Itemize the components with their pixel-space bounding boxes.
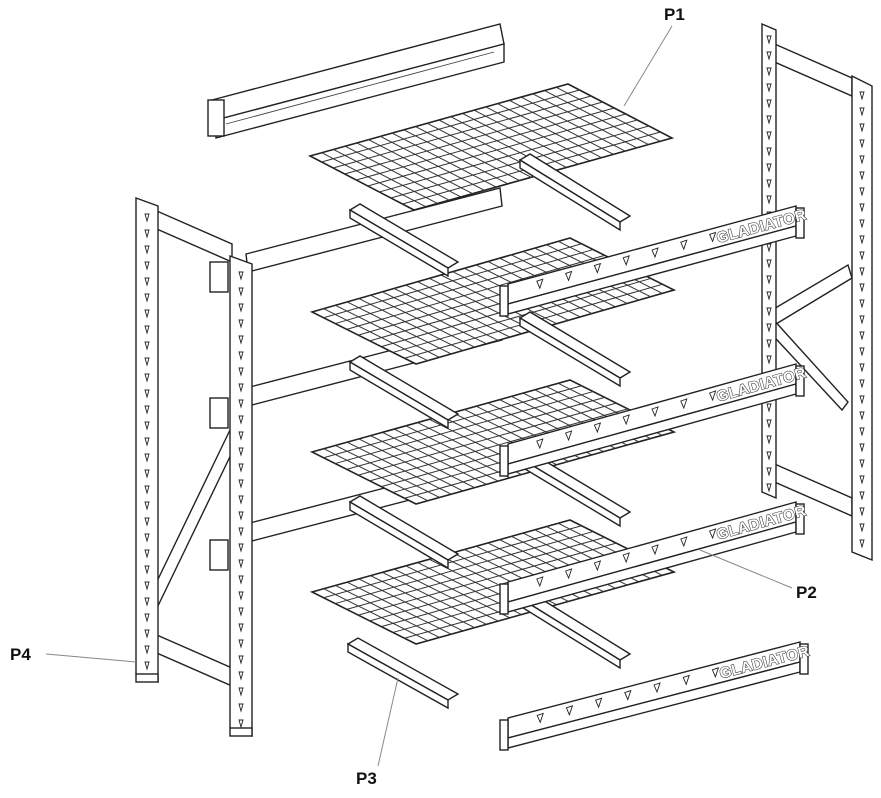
deck-supports	[346, 153, 632, 710]
callout-p4: P4	[10, 645, 31, 664]
callout-p1: P1	[664, 5, 685, 24]
callout-leaders	[45, 25, 793, 767]
deck-support-6	[518, 311, 632, 388]
front-beam-3: GLADIATOR	[499, 501, 809, 615]
deck-support-5	[518, 153, 632, 232]
front-beam-4: GLADIATOR	[499, 641, 812, 751]
front-beams: GLADIATOR GLADIATOR GLADIATOR GLADIATOR	[499, 205, 812, 751]
callout-p2: P2	[796, 583, 817, 602]
callout-p3: P3	[356, 769, 377, 788]
deck-support-4	[346, 637, 460, 710]
wire-deck-1	[307, 83, 675, 211]
front-beam-2: GLADIATOR	[499, 363, 809, 477]
deck-support-3	[348, 495, 460, 570]
back-right-frame	[761, 22, 873, 562]
front-left-frame	[135, 197, 253, 737]
wire-deck-4	[309, 519, 677, 645]
deck-support-2	[348, 355, 460, 430]
deck-support-1	[348, 203, 460, 278]
front-beam-1: GLADIATOR	[499, 205, 809, 317]
beam-connectors-left	[207, 99, 229, 571]
